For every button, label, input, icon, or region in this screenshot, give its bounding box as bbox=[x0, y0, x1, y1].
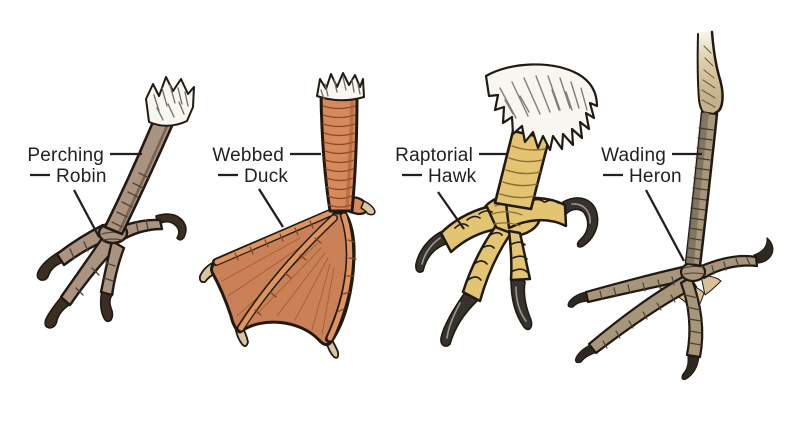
bird-name-label-duck: Duck bbox=[244, 166, 288, 187]
duck-feather-hatch bbox=[320, 76, 361, 100]
robin-hind-claw bbox=[155, 213, 187, 241]
robin-claw-inner bbox=[99, 289, 114, 323]
duck-toe-ring-marks bbox=[234, 220, 357, 316]
heron-claw-toe-down bbox=[681, 355, 700, 381]
robin-leg-scale-marks bbox=[111, 172, 150, 228]
bird-name-label-robin: Robin bbox=[56, 166, 107, 187]
duck-leg-scale-bands bbox=[322, 105, 356, 208]
heron-toe-upper-left bbox=[584, 264, 693, 304]
hawk-toe-left bbox=[439, 205, 499, 254]
foot-type-label-perching: Perching bbox=[27, 145, 104, 166]
heron-tarsus-ring-marks bbox=[686, 127, 714, 260]
label-perching-robin: Perching Robin bbox=[27, 145, 142, 238]
robin-hind-toe bbox=[118, 218, 164, 241]
label-wading-heron: Wading Heron bbox=[601, 145, 702, 262]
robin-toe-inner bbox=[99, 239, 126, 297]
heron-toe-right bbox=[697, 254, 759, 280]
labels: Perching Robin Webbed Duck Raptorial Haw… bbox=[27, 145, 702, 262]
heron-toe-lower-left bbox=[587, 272, 698, 355]
duck-toe-middle bbox=[238, 215, 337, 331]
heron-toe-down bbox=[679, 275, 704, 359]
label-webbed-duck: Webbed Duck bbox=[212, 145, 321, 228]
heron-claw-toe-lower bbox=[574, 344, 598, 364]
heron-upper-leg bbox=[697, 32, 723, 113]
leader-diagonal-robin bbox=[72, 189, 101, 238]
heron-ankle-wrinkles bbox=[683, 265, 705, 275]
robin-claw-middle bbox=[44, 294, 73, 329]
heron-claw-toe-right bbox=[751, 237, 774, 264]
heron-tarsus-front-band bbox=[686, 112, 709, 264]
raptorial-hawk-foot-illustration bbox=[415, 63, 599, 347]
perching-robin-foot-illustration bbox=[36, 76, 195, 329]
hawk-talon-midright bbox=[510, 277, 533, 331]
robin-toe-middle bbox=[59, 232, 119, 307]
hawk-talon-right bbox=[562, 197, 599, 248]
leader-diagonal-duck bbox=[258, 188, 284, 228]
webbed-duck-foot-illustration bbox=[198, 72, 376, 359]
hawk-feather-tuft bbox=[484, 63, 599, 152]
leader-diagonal-hawk bbox=[437, 191, 465, 230]
robin-feather-hatch bbox=[153, 84, 189, 121]
heron-upper-leg-left-edge bbox=[696, 33, 704, 113]
bird-name-label-hawk: Hawk bbox=[428, 166, 477, 187]
robin-leg bbox=[103, 108, 177, 236]
bird-name-label-heron: Heron bbox=[629, 166, 682, 187]
robin-feather-tuft bbox=[145, 76, 195, 127]
duck-hind-claw bbox=[360, 200, 376, 216]
heron-toe-ring-marks bbox=[599, 257, 751, 349]
robin-toe-knuckle-marks bbox=[69, 219, 149, 296]
label-raptorial-hawk: Raptorial Hawk bbox=[395, 145, 506, 230]
leader-diagonal-heron bbox=[644, 189, 686, 262]
hawk-talon-highlights bbox=[421, 203, 591, 339]
heron-knee-hatch bbox=[701, 45, 716, 108]
robin-leg-shadow bbox=[118, 122, 170, 232]
hawk-feather-hatch bbox=[499, 75, 588, 119]
duck-feather-fringe bbox=[316, 72, 365, 102]
hawk-leg-scale-bands bbox=[499, 145, 546, 199]
duck-toe-inner bbox=[327, 213, 353, 341]
foot-type-label-wading: Wading bbox=[601, 145, 666, 166]
heron-upper-leg-right-edge bbox=[710, 30, 724, 115]
duck-leg-shadow bbox=[345, 98, 354, 209]
foot-type-label-webbed: Webbed bbox=[212, 145, 284, 166]
heron-claw-toe-upper bbox=[567, 291, 591, 308]
foot-type-label-raptorial: Raptorial bbox=[395, 145, 473, 166]
wading-heron-foot-illustration bbox=[567, 30, 774, 381]
